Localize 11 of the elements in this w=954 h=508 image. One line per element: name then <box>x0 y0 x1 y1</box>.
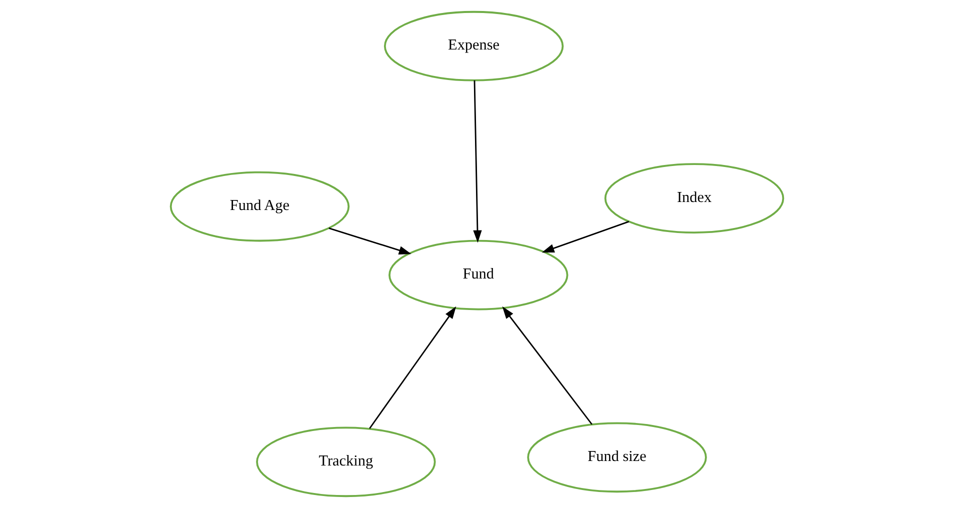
node-ellipse: Index <box>604 163 784 234</box>
arrow <box>473 80 482 243</box>
arrow <box>328 228 412 254</box>
arrow <box>542 220 630 253</box>
node-ellipse: Expense <box>384 10 564 82</box>
node-ellipse: Fund Age <box>170 171 350 242</box>
node-ellipse: Fund <box>388 240 568 310</box>
node-ellipse: Fund size <box>527 422 707 493</box>
arrow <box>369 306 456 429</box>
node-ellipse: Tracking <box>256 426 436 498</box>
arrow <box>502 306 592 425</box>
